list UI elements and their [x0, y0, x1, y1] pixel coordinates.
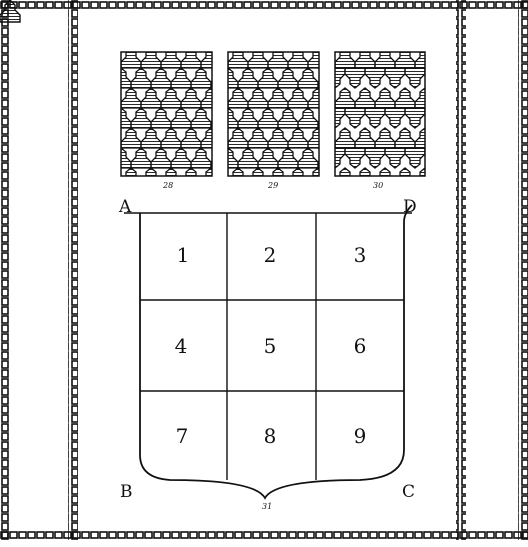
vair-pale-bell [131, 188, 151, 208]
counter-vair-bell [385, 188, 405, 208]
vair-pale-bell [211, 188, 231, 208]
vair-pale-bell [191, 188, 211, 208]
vair-bell [258, 188, 278, 208]
corner-label-b: B [120, 482, 133, 502]
vair-pale-bell [171, 188, 191, 208]
vair-pale-bell [101, 88, 121, 108]
vair-bell [298, 188, 318, 208]
shield-caption: 31 [262, 502, 272, 511]
tile-29-caption: 29 [267, 181, 278, 190]
counter-vair-bell [345, 188, 365, 208]
tile-28-caption: 28 [162, 181, 173, 190]
grid-number-6: 6 [354, 334, 367, 358]
vair-bell [338, 188, 358, 208]
counter-vair-bell [435, 128, 455, 148]
vair-pale-bell [151, 188, 171, 208]
counter-vair-bell [435, 168, 455, 188]
vair-bell [218, 188, 238, 208]
counter-vair-bell [365, 188, 385, 208]
grid-number-7: 7 [176, 424, 189, 448]
corner-label-d: D [403, 197, 417, 217]
counter-vair-bell [325, 188, 345, 208]
counter-vair-bell [425, 108, 445, 128]
grid-number-1: 1 [177, 243, 190, 267]
grid-number-5: 5 [264, 334, 277, 358]
vair-bell [238, 188, 258, 208]
grid-number-4: 4 [175, 334, 188, 358]
vair-bell [278, 188, 298, 208]
counter-vair-bell [425, 188, 445, 208]
tile-30: 30 [315, 48, 465, 208]
vair-bell [318, 188, 338, 208]
counter-vair-bell [435, 48, 455, 68]
counter-vair-bell [425, 148, 445, 168]
grid-number-8: 8 [264, 424, 277, 448]
vair-pale-bell [101, 48, 121, 68]
tile-28: 28 [0, 0, 251, 208]
tile-30-caption: 30 [373, 181, 383, 190]
grid-number-9: 9 [354, 424, 367, 448]
vair-pale-bell [101, 128, 121, 148]
corner-label-a: A [118, 197, 132, 217]
grid-number-2: 2 [264, 243, 277, 267]
counter-vair-bell [425, 68, 445, 88]
counter-vair-bell [435, 88, 455, 108]
vair-pale-bell [101, 168, 121, 188]
vair-pale-bell [231, 188, 251, 208]
corner-label-c: C [402, 482, 415, 502]
grid-number-3: 3 [354, 243, 367, 267]
shield: 1 2 3 4 5 6 7 8 9 31 [124, 205, 412, 511]
